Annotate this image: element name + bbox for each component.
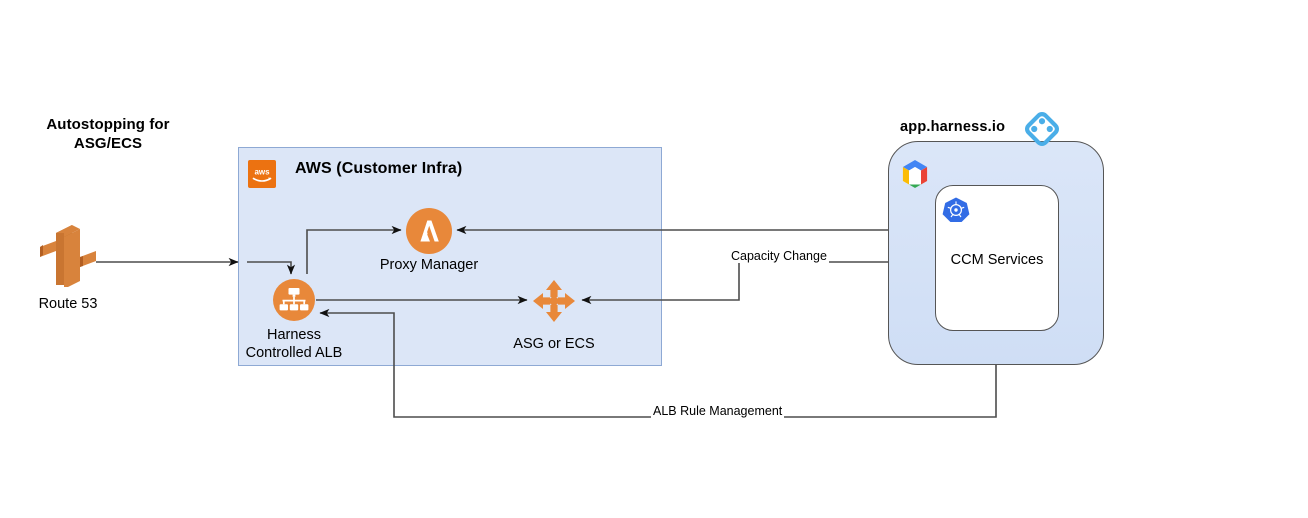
aws-route53-icon xyxy=(32,215,104,287)
aws-lambda-icon xyxy=(405,207,453,255)
google-cloud-logo-icon xyxy=(898,157,932,191)
aws-load-balancer-icon xyxy=(272,278,316,322)
kubernetes-logo-icon xyxy=(942,196,970,224)
proxy-manager-label: Proxy Manager xyxy=(379,257,479,273)
harness-group-title: app.harness.io xyxy=(900,119,1006,135)
aws-customer-infra-group xyxy=(238,147,662,366)
page-title: Autostopping for ASG/ECS xyxy=(46,116,170,152)
edge-alb-to-proxy xyxy=(306,225,402,274)
aws-group-title: AWS (Customer Infra) xyxy=(295,160,463,177)
harness-logo-icon xyxy=(1025,112,1059,146)
edge-label-alb-rule-management: ALB Rule Management xyxy=(651,404,785,418)
edge-route53-into-alb xyxy=(247,261,296,275)
aws-logo-icon: aws xyxy=(248,160,276,188)
route53-label: Route 53 xyxy=(38,296,98,312)
ccm-services-label: CCM Services xyxy=(950,252,1044,268)
svg-text:aws: aws xyxy=(254,168,270,177)
harness-alb-label: Harness Controlled ALB xyxy=(245,327,343,361)
edge-label-capacity-change: Capacity Change xyxy=(729,249,829,263)
edge-harness-to-asg-capacity-change xyxy=(581,261,888,305)
edge-harness-to-alb-rule-management xyxy=(319,308,997,418)
asg-ecs-label: ASG or ECS xyxy=(513,336,595,352)
aws-autoscaling-icon xyxy=(531,278,577,324)
